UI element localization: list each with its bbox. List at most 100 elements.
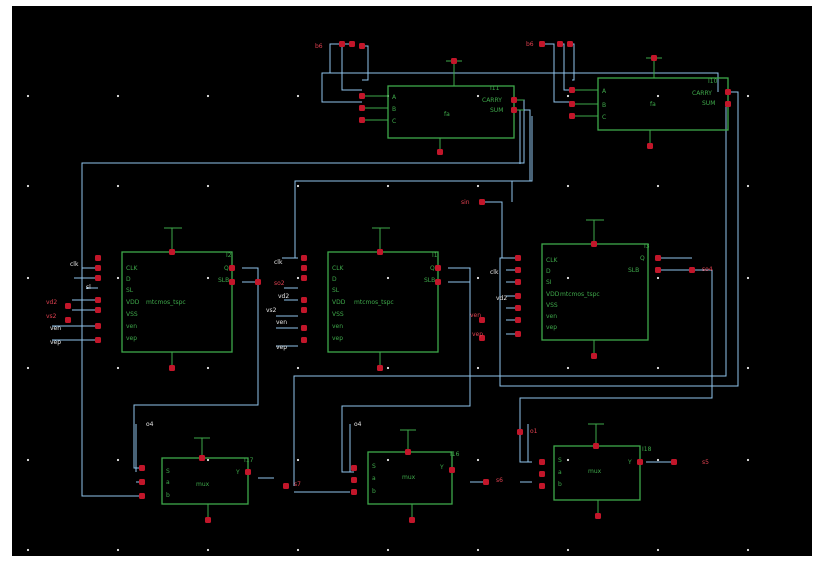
pin-marker[interactable] — [515, 255, 521, 261]
grid-dot — [476, 276, 480, 280]
pin-marker[interactable] — [139, 479, 145, 485]
pin-marker[interactable] — [651, 55, 657, 61]
pin-marker[interactable] — [569, 101, 575, 107]
pin-marker[interactable] — [349, 41, 355, 47]
pin-marker[interactable] — [569, 113, 575, 119]
pin-marker[interactable] — [301, 255, 307, 261]
pin-marker[interactable] — [359, 93, 365, 99]
pin-marker[interactable] — [539, 483, 545, 489]
grid-dot — [656, 366, 660, 370]
pin-marker[interactable] — [169, 249, 175, 255]
pin-marker[interactable] — [95, 323, 101, 329]
pin-marker[interactable] — [511, 107, 517, 113]
pin-marker[interactable] — [435, 279, 441, 285]
pin-marker[interactable] — [591, 353, 597, 359]
pin-marker[interactable] — [359, 105, 365, 111]
pin-marker[interactable] — [351, 465, 357, 471]
pin-marker[interactable] — [725, 101, 731, 107]
mux-block-i18[interactable]: I18 mux S a b Y — [553, 423, 652, 516]
pin-marker[interactable] — [351, 489, 357, 495]
pin-marker[interactable] — [301, 275, 307, 281]
pin-marker[interactable] — [359, 117, 365, 123]
grid-dot — [26, 94, 30, 98]
pin-marker[interactable] — [567, 41, 573, 47]
schematic-canvas[interactable]: I11 fa A B C CARRY SUM I10 fa A B C CARR… — [12, 6, 812, 556]
reg-block-i2[interactable]: I2 mtcmos_tspc CLK D SL VDD VSS ven vep … — [121, 227, 233, 368]
pin-marker[interactable] — [517, 429, 523, 435]
pin-marker[interactable] — [255, 279, 261, 285]
pin-marker[interactable] — [515, 317, 521, 323]
pin-marker[interactable] — [229, 265, 235, 271]
pin-marker[interactable] — [725, 89, 731, 95]
pin-marker[interactable] — [655, 267, 661, 273]
pin-marker[interactable] — [515, 267, 521, 273]
pin-marker[interactable] — [451, 58, 457, 64]
pin-marker[interactable] — [359, 43, 365, 49]
pin-marker[interactable] — [205, 517, 211, 523]
pin-marker[interactable] — [539, 471, 545, 477]
port-b6-left: b6 — [315, 43, 323, 50]
pin-marker[interactable] — [449, 467, 455, 473]
fa-i11-pin-carry: CARRY — [482, 97, 502, 104]
pin-marker[interactable] — [479, 199, 485, 205]
pin-marker[interactable] — [557, 41, 563, 47]
pin-marker[interactable] — [593, 443, 599, 449]
pin-marker[interactable] — [435, 265, 441, 271]
pin-marker[interactable] — [283, 483, 289, 489]
pin-marker[interactable] — [245, 469, 251, 475]
pin-marker[interactable] — [437, 149, 443, 155]
pin-marker[interactable] — [301, 307, 307, 313]
fa-i10-pin-b: B — [602, 102, 606, 109]
pin-marker[interactable] — [65, 303, 71, 309]
pin-marker[interactable] — [339, 41, 345, 47]
pin-marker[interactable] — [479, 317, 485, 323]
pin-marker[interactable] — [515, 331, 521, 337]
grid-dot — [206, 458, 210, 462]
pin-marker[interactable] — [539, 459, 545, 465]
pin-marker[interactable] — [301, 325, 307, 331]
reg-block-i1[interactable]: I1 mtcmos_tspc CLK D SL VDD VSS ven vep … — [327, 227, 439, 368]
pin-marker[interactable] — [229, 279, 235, 285]
pin-marker[interactable] — [483, 479, 489, 485]
pin-marker[interactable] — [671, 459, 677, 465]
pin-marker[interactable] — [95, 275, 101, 281]
grid-dot — [566, 276, 570, 280]
fa-block-i11[interactable]: I11 fa A B C CARRY SUM — [364, 60, 524, 152]
mux-block-i16[interactable]: I16 mux S a b Y — [367, 429, 460, 520]
pin-marker[interactable] — [301, 297, 307, 303]
pin-marker[interactable] — [591, 241, 597, 247]
pin-marker[interactable] — [479, 335, 485, 341]
reg-block-i3[interactable]: I3 mtcmos_tspc CLK D SI VDD VSS ven vep … — [541, 219, 650, 356]
pin-marker[interactable] — [95, 297, 101, 303]
pin-marker[interactable] — [515, 305, 521, 311]
mux-block-i17[interactable]: I17 mux S a b Y — [161, 437, 254, 520]
pin-marker[interactable] — [301, 337, 307, 343]
pin-marker[interactable] — [377, 249, 383, 255]
pin-marker[interactable] — [511, 97, 517, 103]
pin-marker[interactable] — [95, 337, 101, 343]
pin-marker[interactable] — [95, 265, 101, 271]
pin-marker[interactable] — [569, 87, 575, 93]
pin-marker[interactable] — [409, 517, 415, 523]
pin-marker[interactable] — [377, 365, 383, 371]
pin-marker[interactable] — [139, 493, 145, 499]
pin-marker[interactable] — [169, 365, 175, 371]
pin-marker[interactable] — [351, 477, 357, 483]
pin-marker[interactable] — [539, 41, 545, 47]
pin-marker[interactable] — [301, 265, 307, 271]
pin-marker[interactable] — [515, 279, 521, 285]
pin-marker[interactable] — [405, 449, 411, 455]
pin-marker[interactable] — [655, 255, 661, 261]
pin-marker[interactable] — [139, 465, 145, 471]
pin-marker[interactable] — [689, 267, 695, 273]
pin-marker[interactable] — [95, 255, 101, 261]
grid-dot — [386, 276, 390, 280]
pin-marker[interactable] — [515, 293, 521, 299]
pin-marker[interactable] — [637, 459, 643, 465]
pin-marker[interactable] — [65, 317, 71, 323]
pin-marker[interactable] — [199, 455, 205, 461]
pin-marker[interactable] — [95, 307, 101, 313]
pin-marker[interactable] — [595, 513, 601, 519]
pin-marker[interactable] — [647, 143, 653, 149]
fa-block-i10[interactable]: I10 fa A B C CARRY SUM — [574, 57, 729, 146]
